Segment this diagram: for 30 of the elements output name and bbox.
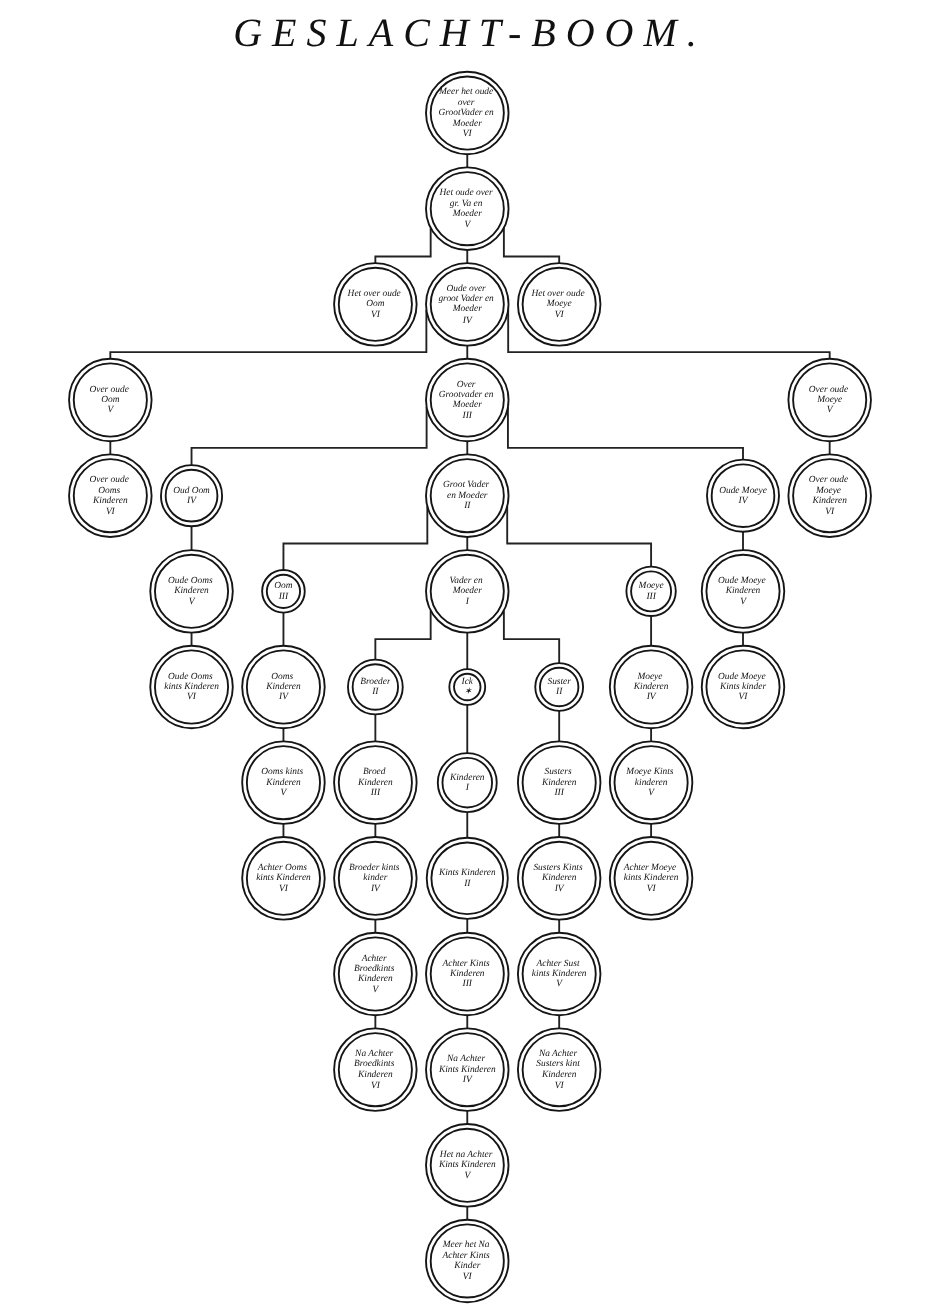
connector [502,226,561,264]
connector [466,703,469,755]
connector [374,713,377,743]
connector [190,525,193,551]
connector [650,615,653,647]
connector [506,505,653,568]
connector [502,609,561,665]
connector [466,811,469,839]
connector [828,440,831,456]
connector [466,1014,469,1030]
connector [466,917,469,934]
connector [650,727,653,743]
connector [282,611,285,647]
connector [109,440,112,456]
connector [742,631,744,647]
connector [466,1205,469,1221]
connector [466,440,469,456]
connector [466,344,469,360]
connector [558,918,561,934]
diagram-title: GESLACHT-BOOM. [233,10,707,60]
connector [282,505,429,571]
connector [742,530,744,551]
connector [374,609,432,661]
connector [466,153,469,169]
connector [190,406,428,467]
connector [374,1014,377,1030]
connector [466,631,469,671]
connector [374,226,432,264]
connector [374,918,377,934]
connector [558,709,561,743]
